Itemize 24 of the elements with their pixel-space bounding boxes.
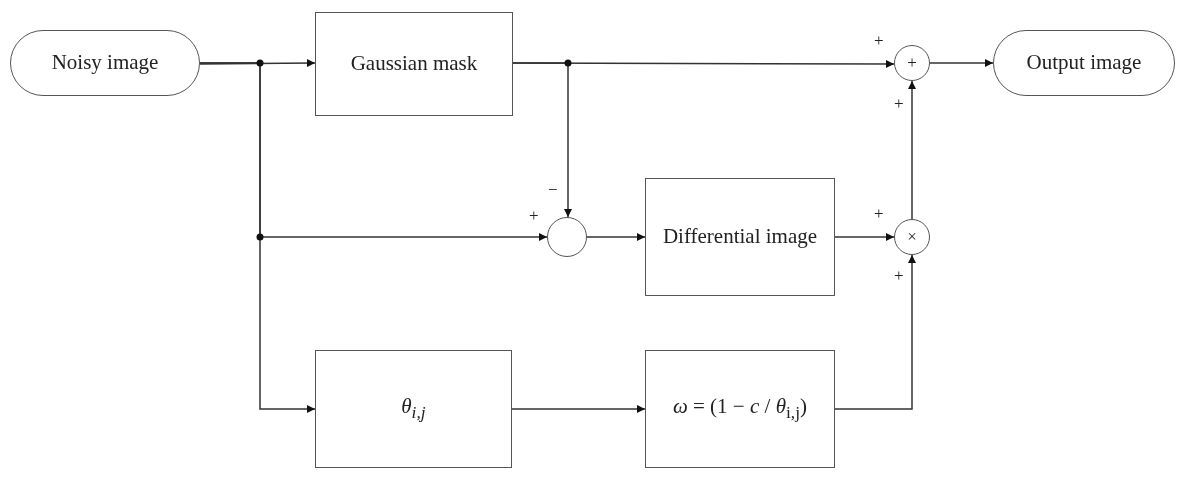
formula-box — [645, 350, 835, 468]
multiplier-junction — [894, 219, 930, 255]
arrow — [586, 233, 646, 241]
arrow — [199, 59, 316, 68]
operator-sign: × — [907, 226, 917, 248]
summing-junction — [547, 217, 587, 257]
formula-text: ω = (1 − c / θ$_{i,j}$) — [672, 394, 808, 424]
arrow — [908, 80, 916, 220]
block-label: Output image — [1026, 50, 1142, 76]
block-label: Noisy image — [51, 50, 159, 76]
arrow — [199, 62, 316, 413]
block-label: θ$_{i,j}$ — [401, 394, 426, 424]
arrow — [511, 405, 646, 413]
process-box — [315, 350, 512, 468]
process-box — [315, 12, 513, 116]
arrow — [834, 254, 916, 410]
block-label: Differential image — [662, 224, 818, 250]
block-label: Gaussian mask — [350, 51, 478, 77]
arrow — [834, 233, 895, 241]
summing-junction — [894, 45, 930, 81]
arrow — [929, 59, 994, 67]
arrow — [512, 62, 572, 218]
operator-sign: + — [907, 52, 917, 74]
process-box — [645, 178, 835, 296]
